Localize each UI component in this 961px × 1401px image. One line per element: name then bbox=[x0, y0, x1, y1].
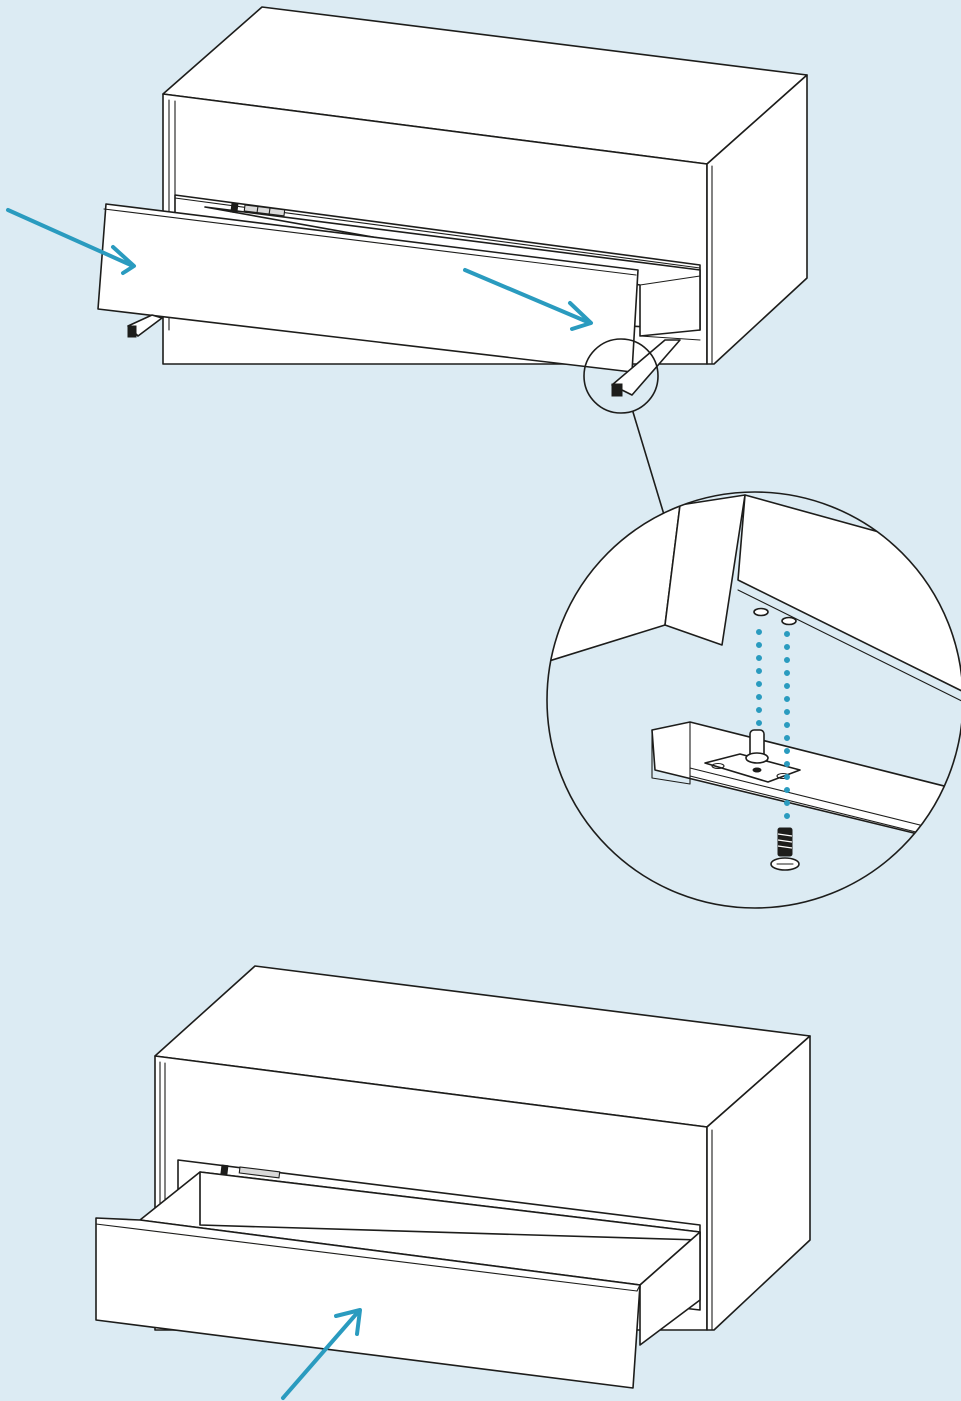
arrow-icon bbox=[6, 208, 136, 275]
drawer-slide-top bbox=[230, 202, 286, 217]
arrow-icon bbox=[281, 1308, 362, 1400]
cabinet-step-2 bbox=[95, 965, 811, 1400]
arrow-icon bbox=[463, 268, 593, 331]
detail-zoom bbox=[546, 491, 961, 909]
cabinet-step-1 bbox=[6, 6, 808, 397]
mount-hole-left bbox=[753, 607, 769, 617]
cabinet-right-side bbox=[706, 74, 808, 365]
screw-icon bbox=[770, 827, 800, 871]
cabinet-right-side bbox=[706, 1035, 811, 1331]
detail-callout-leader bbox=[632, 411, 666, 519]
detail-callout-marker bbox=[583, 338, 659, 414]
drawer-front-panel bbox=[95, 1217, 641, 1389]
drawer-runner-right bbox=[611, 335, 701, 397]
mount-hole-right bbox=[781, 616, 797, 626]
drawer-runner-left bbox=[127, 314, 163, 338]
